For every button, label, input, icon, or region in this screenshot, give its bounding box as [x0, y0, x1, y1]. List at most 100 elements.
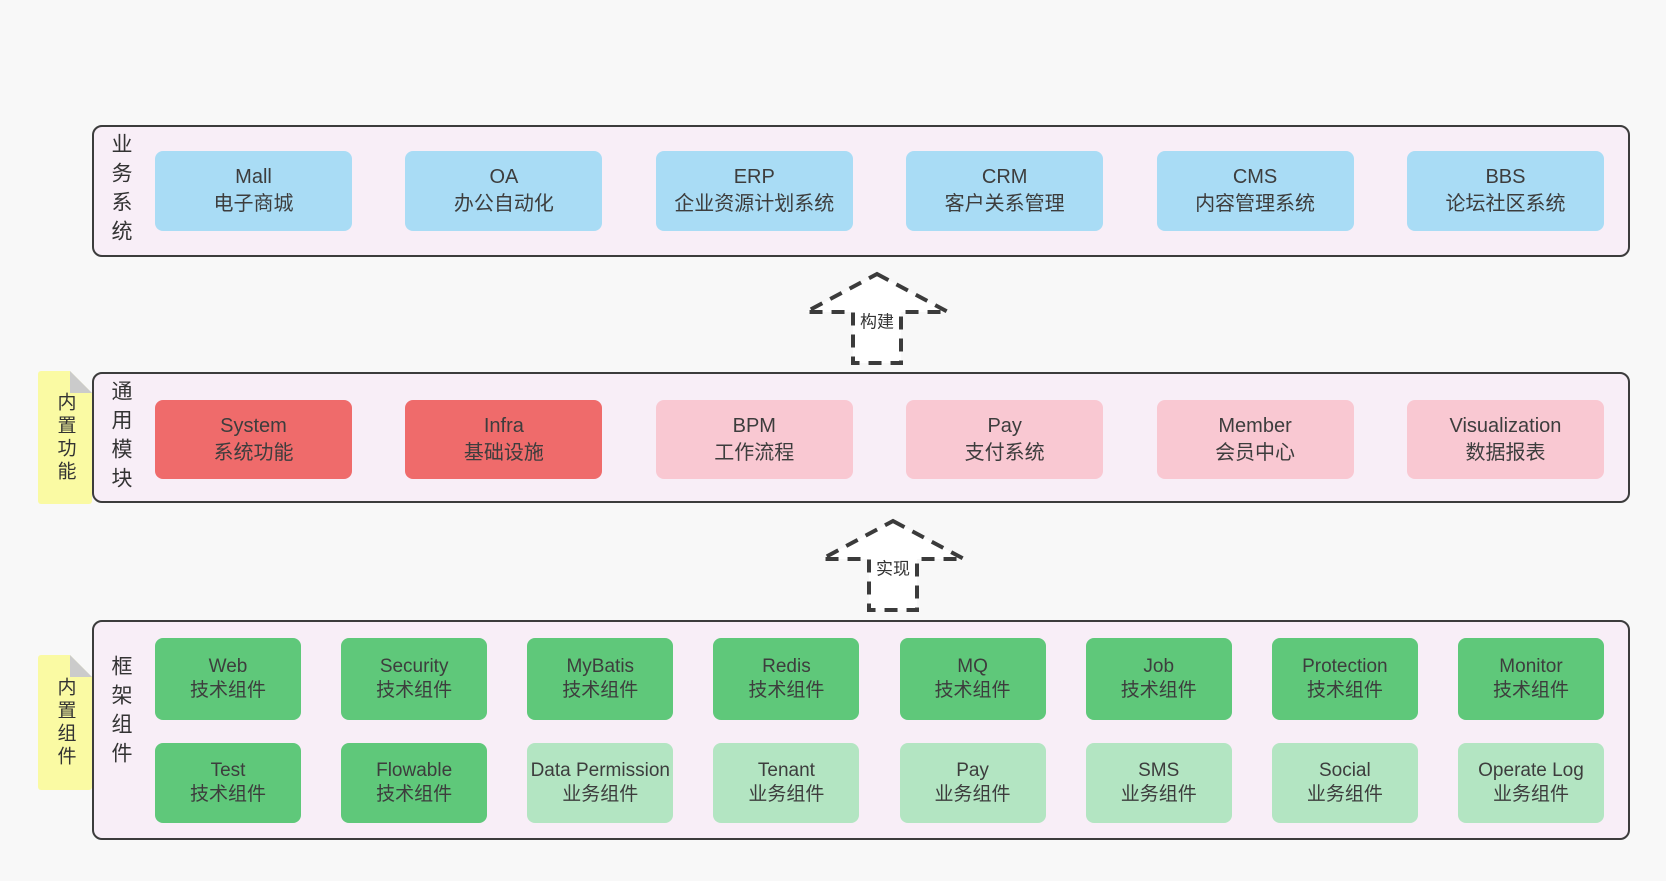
- box-subtitle: 技术组件: [1120, 680, 1197, 701]
- box-subtitle: 电子商城: [213, 193, 294, 215]
- box-subtitle: 工作流程: [714, 441, 795, 464]
- box-subtitle: 技术组件: [934, 680, 1011, 701]
- box-title: Social: [1318, 760, 1371, 781]
- box-pay: Pay 业务组件: [899, 743, 1046, 823]
- box-title: Redis: [762, 656, 811, 677]
- builtin-features-note-label: 内置功能: [54, 391, 76, 484]
- box-mq: MQ 技术组件: [899, 638, 1046, 720]
- box-title: Infra: [483, 414, 524, 437]
- box-title: Job: [1143, 656, 1175, 677]
- box-subtitle: 数据报表: [1465, 441, 1546, 464]
- box-subtitle: 论坛社区系统: [1445, 193, 1566, 215]
- business-systems-label: 业务系统: [109, 133, 132, 249]
- box-bbs: BBS 论坛社区系统: [1406, 151, 1604, 231]
- box-subtitle: 技术组件: [376, 680, 453, 701]
- box-system: System 系统功能: [155, 400, 352, 479]
- build-up-arrow: 构建: [795, 263, 961, 366]
- business-systems-section: 业务系统 Mall 电子商城 OA 办公自动化 ERP 企业资源计划系统 CRM 客户关系管理…: [92, 125, 1630, 257]
- common-modules-label: 通用模块: [109, 379, 132, 496]
- box-title: Member: [1218, 414, 1292, 437]
- box-title: System: [220, 414, 287, 437]
- box-title: Data Permission: [530, 760, 670, 781]
- box-subtitle: 企业资源计划系统: [674, 193, 835, 215]
- box-title: Mall: [235, 166, 272, 188]
- box-title: Flowable: [376, 760, 453, 781]
- box-tenant: Tenant 业务组件: [713, 743, 860, 823]
- box-subtitle: 技术组件: [376, 784, 453, 805]
- box-protection: Protection 技术组件: [1271, 638, 1418, 720]
- builtin-features-note: 内置功能: [38, 371, 92, 504]
- box-title: Pay: [987, 414, 1022, 437]
- builtin-components-note-label: 内置组件: [54, 676, 76, 769]
- box-infra: Infra 基础设施: [405, 400, 603, 479]
- box-title: MyBatis: [566, 656, 635, 677]
- box-title: OA: [489, 166, 519, 188]
- box-title: Protection: [1302, 656, 1388, 677]
- box-pay: Pay 支付系统: [906, 400, 1104, 479]
- box-oa: OA 办公自动化: [405, 151, 603, 231]
- box-crm: CRM 客户关系管理: [906, 151, 1104, 231]
- box-redis: Redis 技术组件: [713, 638, 860, 720]
- box-subtitle: 办公自动化: [453, 193, 554, 215]
- box-subtitle: 业务组件: [934, 784, 1011, 805]
- build-arrow-label: 构建: [857, 307, 897, 333]
- box-subtitle: 技术组件: [1306, 680, 1383, 701]
- box-title: ERP: [733, 166, 775, 188]
- box-subtitle: 技术组件: [562, 680, 639, 701]
- box-member: Member 会员中心: [1156, 400, 1354, 479]
- box-web: Web 技术组件: [155, 638, 301, 720]
- box-subtitle: 技术组件: [189, 680, 266, 701]
- box-title: Visualization: [1449, 414, 1562, 437]
- box-title: Monitor: [1499, 656, 1563, 677]
- box-title: Web: [208, 656, 248, 677]
- box-mall: Mall 电子商城: [155, 151, 352, 231]
- box-subtitle: 技术组件: [1492, 680, 1569, 701]
- box-bpm: BPM 工作流程: [655, 400, 853, 479]
- box-subtitle: 业务组件: [562, 784, 639, 805]
- box-title: CMS: [1232, 166, 1278, 188]
- box-subtitle: 会员中心: [1215, 441, 1296, 464]
- box-title: Security: [379, 656, 449, 677]
- common-modules-row: System 系统功能 Infra 基础设施 BPM 工作流程 Pay 支付系统 Member 会…: [155, 400, 1604, 479]
- box-title: BPM: [732, 414, 776, 437]
- box-subtitle: 基础设施: [463, 441, 544, 464]
- box-subtitle: 业务组件: [1492, 784, 1569, 805]
- box-subtitle: 系统功能: [213, 441, 294, 464]
- box-title: BBS: [1485, 166, 1526, 188]
- box-subtitle: 业务组件: [1306, 784, 1383, 805]
- box-job: Job 技术组件: [1085, 638, 1232, 720]
- box-erp: ERP 企业资源计划系统: [655, 151, 853, 231]
- box-subtitle: 技术组件: [748, 680, 825, 701]
- box-data-permission: Data Permission 业务组件: [527, 743, 674, 823]
- box-subtitle: 业务组件: [1120, 784, 1197, 805]
- box-visualization: Visualization 数据报表: [1406, 400, 1604, 479]
- box-subtitle: 业务组件: [748, 784, 825, 805]
- box-mybatis: MyBatis 技术组件: [527, 638, 674, 720]
- framework-components-label: 框架组件: [109, 654, 132, 771]
- implement-up-arrow: 实现: [811, 510, 977, 613]
- box-monitor: Monitor 技术组件: [1457, 638, 1604, 720]
- box-subtitle: 技术组件: [189, 784, 266, 805]
- implement-arrow-label: 实现: [873, 554, 913, 580]
- box-test: Test 技术组件: [155, 743, 301, 823]
- box-title: Pay: [956, 760, 989, 781]
- builtin-components-note: 内置组件: [38, 655, 92, 790]
- box-flowable: Flowable 技术组件: [341, 743, 488, 823]
- box-title: Test: [210, 760, 246, 781]
- box-security: Security 技术组件: [341, 638, 488, 720]
- box-title: CRM: [981, 166, 1028, 188]
- box-subtitle: 支付系统: [964, 441, 1045, 464]
- box-operate-log: Operate Log 业务组件: [1457, 743, 1604, 823]
- common-modules-section: 通用模块 System 系统功能 Infra 基础设施 BPM 工作流程 Pay 支付系统 Me…: [92, 372, 1630, 503]
- box-title: SMS: [1138, 760, 1180, 781]
- box-subtitle: 客户关系管理: [944, 193, 1065, 215]
- box-title: Tenant: [757, 760, 815, 781]
- box-sms: SMS 业务组件: [1085, 743, 1232, 823]
- box-title: MQ: [957, 656, 988, 677]
- box-social: Social 业务组件: [1271, 743, 1418, 823]
- box-title: Operate Log: [1478, 760, 1584, 781]
